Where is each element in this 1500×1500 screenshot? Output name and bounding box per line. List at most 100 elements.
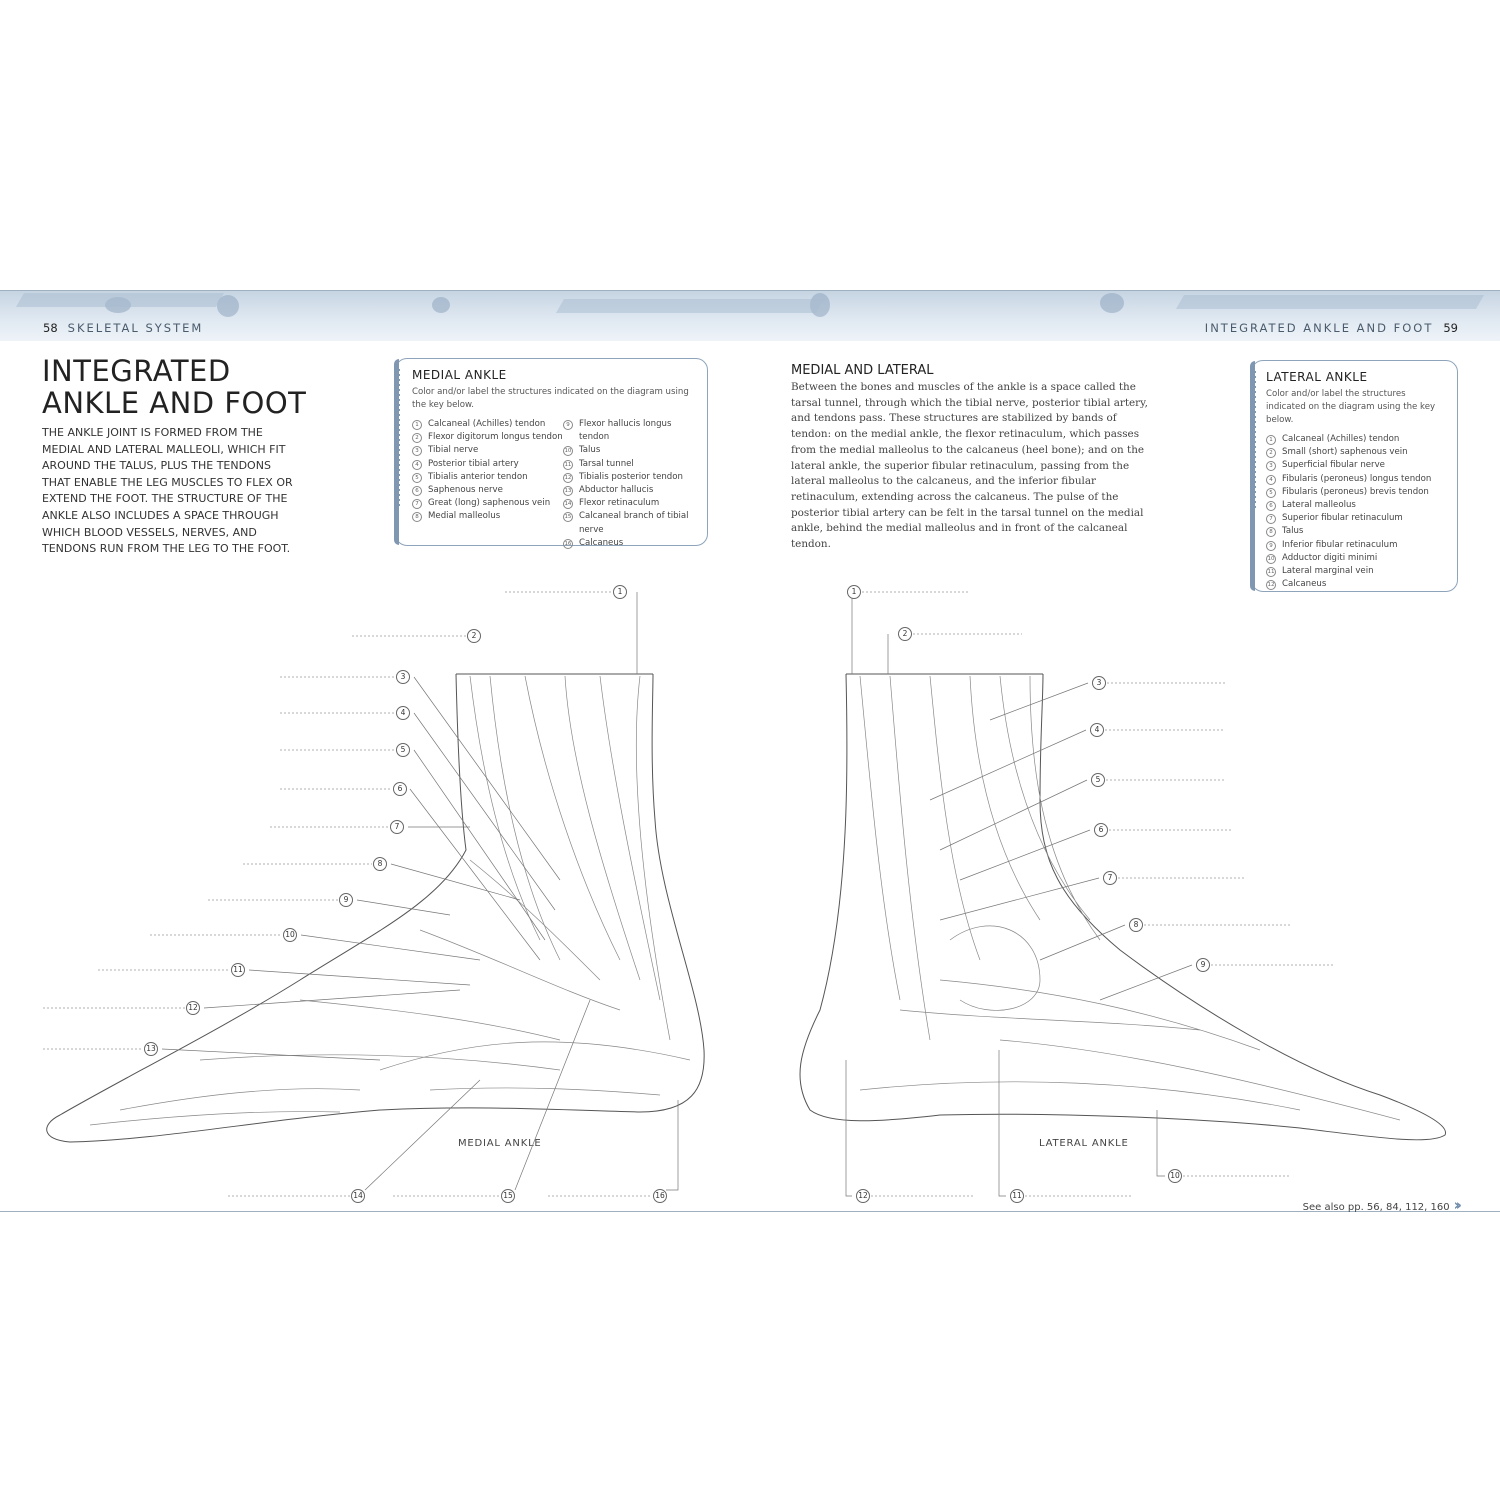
number-badge: 16 (562, 538, 573, 549)
key-item-label: Calcaneal (Achilles) tendon (1282, 434, 1400, 444)
key-item: 4 Posterior tibial artery (412, 458, 563, 471)
key-item: 8 Talus (1266, 525, 1447, 538)
lateral-key-title: LATERAL ANKLE (1266, 370, 1368, 384)
left-section-title: SKELETAL SYSTEM (67, 321, 204, 335)
dashed-leader-lines (43, 591, 1335, 1197)
key-item: 8 Medial malleolus (412, 510, 563, 523)
lateral-callout: 3 (1092, 676, 1106, 690)
key-item: 9 Inferior fibular retinaculum (1266, 539, 1447, 552)
key-item: 2 Small (short) saphenous vein (1266, 446, 1447, 459)
number-badge: 6 (1266, 501, 1276, 512)
key-item: 1 Calcaneal (Achilles) tendon (1266, 433, 1447, 446)
key-item: 7 Superior fibular retinaculum (1266, 512, 1447, 525)
key-item-label: Flexor digitorum longus tendon (428, 432, 563, 443)
number-badge: 1 (1266, 435, 1276, 445)
number-badge: 14 (562, 499, 573, 510)
number-badge: 4 (1266, 474, 1276, 485)
key-item: 10 Talus (562, 444, 697, 457)
title-line-1: INTEGRATED (42, 354, 231, 388)
see-also-text: See also pp. 56, 84, 112, 160 (1302, 1202, 1450, 1213)
number-badge: 5 (412, 472, 422, 483)
key-item-label: Great (long) saphenous vein (428, 498, 551, 509)
medial-callout: 2 (467, 629, 481, 643)
number-badge: 8 (412, 512, 422, 523)
left-running-head: 58 SKELETAL SYSTEM (43, 321, 203, 335)
key-item-label: Medial malleolus (428, 511, 501, 522)
key-item-label: Talus (1282, 526, 1304, 537)
number-badge: 6 (412, 486, 422, 497)
medial-callout: 3 (396, 670, 410, 684)
key-item-label: Inferior fibular retinaculum (1282, 539, 1398, 550)
key-tick-marks (1250, 371, 1256, 511)
key-item-label: Posterior tibial artery (428, 458, 519, 469)
key-item-label: Lateral marginal vein (1282, 566, 1374, 577)
key-item-label: Tibialis anterior tendon (428, 471, 528, 482)
number-badge: 11 (1266, 567, 1276, 578)
lateral-callout: 12 (856, 1189, 870, 1203)
key-item-label: Small (short) saphenous vein (1282, 447, 1408, 458)
number-badge: 3 (1266, 461, 1276, 472)
number-badge: 10 (562, 446, 573, 457)
medial-callout: 16 (653, 1189, 667, 1203)
number-badge: 12 (1266, 580, 1276, 591)
medial-key-box: MEDIAL ANKLE Color and/or label the stru… (394, 358, 708, 549)
key-item: 14 Flexor retinaculum (562, 497, 697, 510)
number-badge: 15 (562, 512, 573, 523)
number-badge: 3 (412, 446, 422, 457)
right-section-title: INTEGRATED ANKLE AND FOOT (1204, 321, 1434, 335)
medial-callout: 14 (351, 1189, 365, 1203)
number-badge: 9 (1266, 540, 1276, 551)
medial-callout: 6 (393, 782, 407, 796)
medial-key-instructions: Color and/or label the structures indica… (412, 387, 689, 410)
number-badge: 4 (412, 459, 422, 470)
number-badge: 1 (412, 420, 422, 430)
medial-callout: 13 (144, 1042, 158, 1056)
leader-lines (161, 592, 1193, 1197)
lateral-callout: 11 (1010, 1189, 1024, 1203)
intro-text: THE ANKLE JOINT IS FORMED FROM THE MEDIA… (42, 426, 293, 556)
key-item-label: Fibularis (peroneus) brevis tendon (1282, 486, 1429, 497)
number-badge: 2 (1266, 448, 1276, 459)
key-item-label: Flexor retinaculum (578, 498, 660, 509)
number-badge: 9 (562, 420, 573, 430)
number-badge: 2 (412, 433, 422, 444)
key-item: 1 Calcaneal (Achilles) tendon (412, 418, 563, 431)
lateral-callout: 5 (1091, 773, 1105, 787)
key-item-label: Saphenous nerve (428, 485, 503, 496)
lateral-callout: 6 (1094, 823, 1108, 837)
lateral-diagram-label: LATERAL ANKLE (1039, 1138, 1129, 1149)
header-band: 58 SKELETAL SYSTEM INTEGRATED ANKLE AND F… (0, 291, 1500, 341)
medial-key-title: MEDIAL ANKLE (412, 368, 507, 382)
number-badge: 7 (1266, 514, 1276, 525)
number-badge: 7 (412, 499, 422, 510)
key-item-label: Superior fibular retinaculum (1282, 513, 1403, 524)
number-badge: 13 (562, 486, 573, 497)
medial-callout: 12 (186, 1001, 200, 1015)
medial-callout: 9 (339, 893, 353, 907)
medial-callout: 15 (501, 1189, 515, 1203)
number-badge: 5 (1266, 487, 1276, 498)
key-item-label: Talus (578, 445, 601, 456)
number-badge: 8 (1266, 527, 1276, 538)
medial-callout: 11 (231, 963, 245, 977)
lateral-callout: 10 (1168, 1169, 1182, 1183)
medial-callout: 7 (390, 820, 404, 834)
lateral-callout: 7 (1103, 871, 1117, 885)
key-item: 5 Fibularis (peroneus) brevis tendon (1266, 486, 1447, 499)
key-item-label: Calcaneal (Achilles) tendon (428, 419, 546, 429)
medial-foot-illustration (46, 673, 705, 1143)
left-page-number: 58 (43, 321, 58, 335)
lateral-callout: 2 (898, 627, 912, 641)
